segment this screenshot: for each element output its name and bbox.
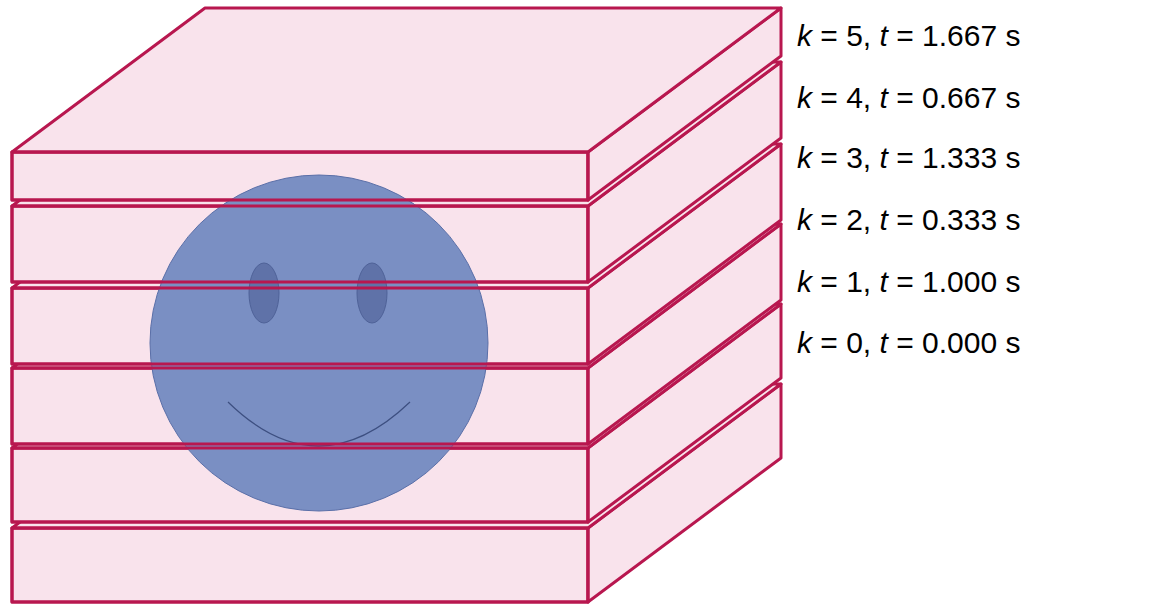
slice-time-label: k = 3, t = 1.333 s [797,141,1021,175]
slice-time-label: k = 5, t = 1.667 s [797,19,1021,53]
smiley-face [150,175,488,511]
slice-front-outline [12,448,588,522]
slice-time-label: k = 0, t = 0.000 s [797,326,1021,360]
slice-front-outline [12,528,588,602]
slice-boxes [12,8,781,602]
slice-front-outline [12,288,588,364]
slice-front-outline [12,206,588,282]
slice-top [12,8,781,152]
slice-front-outlines [12,152,588,602]
slice-front-outline [12,368,588,444]
slice-time-label: k = 4, t = 0.667 s [797,81,1021,115]
slice-front-outline [12,152,588,200]
slice-time-label: k = 2, t = 0.333 s [797,203,1021,237]
slice-front [12,528,588,602]
slice-time-label: k = 1, t = 1.000 s [797,265,1021,299]
